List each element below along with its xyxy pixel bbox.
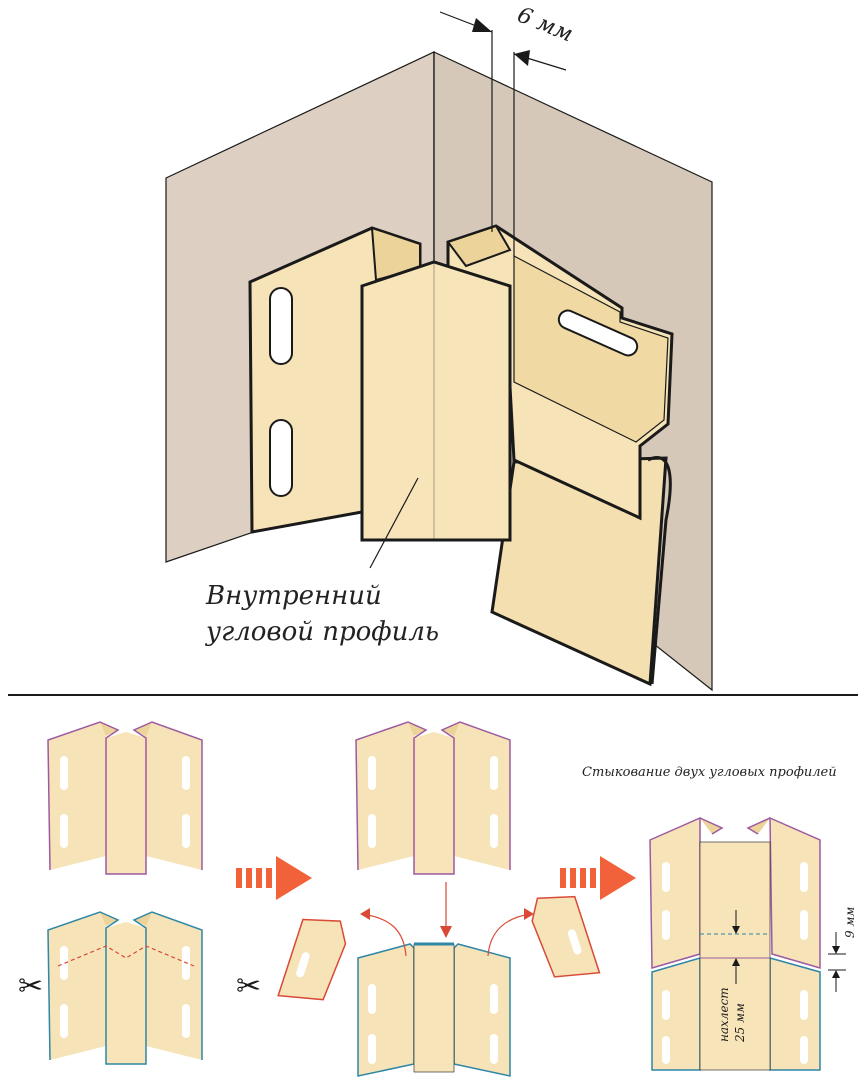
cut-piece-left bbox=[277, 918, 347, 1001]
gap-6mm-label: 6 мм bbox=[514, 3, 577, 48]
scissors-left-icon: ✂ bbox=[18, 969, 43, 1004]
overlap-label-line1: нахлест bbox=[717, 987, 731, 1042]
profile-front-face bbox=[360, 260, 512, 542]
caption-pointer bbox=[369, 477, 419, 569]
step-arrow-2 bbox=[560, 856, 636, 900]
step2-profile-upper bbox=[355, 721, 511, 875]
remove-arrow-right bbox=[487, 913, 531, 957]
scissors-right-icon: ✂ bbox=[236, 969, 261, 1004]
caption-line-1: Внутренний bbox=[205, 581, 382, 611]
gap-9mm-label: 9 мм bbox=[843, 907, 857, 938]
caption-line-2: угловой профиль bbox=[205, 617, 439, 647]
slot-right bbox=[557, 309, 639, 357]
overlap-label-line2: 25 мм bbox=[733, 1003, 747, 1043]
cut-piece-right bbox=[531, 895, 601, 978]
step1-profile-upper bbox=[47, 721, 203, 875]
step2-profile-lower bbox=[357, 942, 511, 1077]
step-arrow-1 bbox=[236, 856, 312, 900]
step3-joined-profiles bbox=[649, 816, 846, 1071]
slot-left-lower bbox=[269, 419, 293, 497]
step1-profile-lower bbox=[47, 911, 203, 1065]
top-illustration: 6 мм Внутренний угловой профиль bbox=[165, 3, 713, 692]
joint-title: Стыкование двух угловых профилей bbox=[582, 765, 837, 780]
slot-left-upper bbox=[269, 287, 293, 365]
